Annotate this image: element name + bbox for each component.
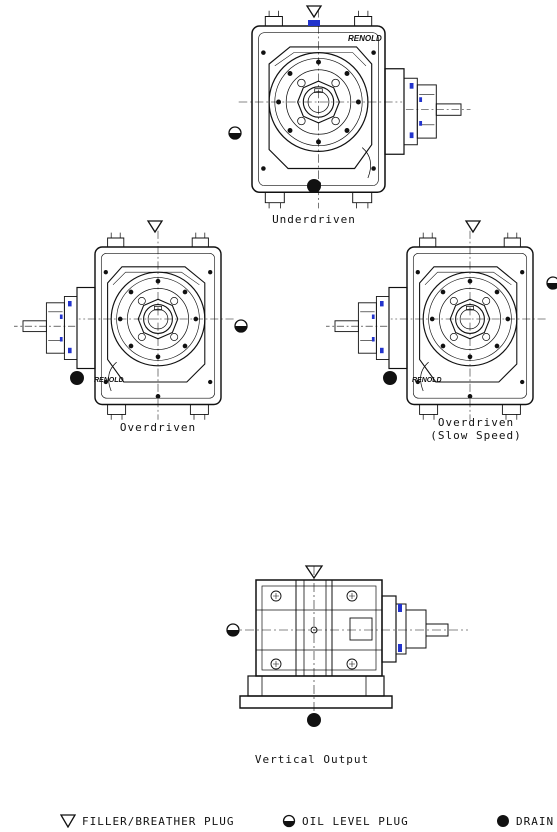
overdriven-slow-filler-plug: [464, 220, 482, 234]
underdriven-oil-level-plug: [228, 126, 242, 140]
filled-circle-icon: [497, 815, 509, 827]
overdriven-brand-text: RENOLD: [94, 377, 124, 384]
overdriven-slow-caption-line2: (Slow Speed): [430, 429, 522, 442]
legend-oil-level-label: OIL LEVEL PLUG: [302, 814, 409, 828]
vertical-filler-plug: [304, 565, 324, 580]
overdriven-gearbox: [14, 231, 234, 420]
overdriven-slow-brand-text: RENOLD: [412, 377, 442, 384]
overdriven-slow-drain-plug: [383, 371, 397, 385]
vertical-drain-plug: [307, 713, 321, 727]
legend-oil-level: OIL LEVEL PLUG: [282, 812, 409, 830]
half-circle-icon: [282, 814, 296, 828]
legend-drain: DRAIN: [496, 812, 554, 830]
legend-filler-label: FILLER/BREATHER PLUG: [82, 814, 235, 828]
underdriven-brand-text: RENOLD: [348, 34, 382, 43]
overdriven-filler-plug: [146, 220, 164, 234]
overdriven-drain-plug: [70, 371, 84, 385]
underdriven-drain-plug: [307, 179, 321, 193]
triangle-down-icon: [60, 814, 76, 828]
legend-filler: FILLER/BREATHER PLUG: [60, 812, 234, 830]
vertical-output-gearbox: [228, 566, 468, 720]
overdriven-slow-gearbox: [326, 231, 546, 420]
overdriven-slow-caption-line1: Overdriven: [437, 416, 515, 429]
legend-drain-label: DRAIN: [516, 814, 555, 828]
overdriven-oil-level-plug: [234, 319, 248, 333]
vertical-oil-level-plug: [226, 623, 240, 637]
overdriven-slow-oil-level-plug: [546, 276, 557, 290]
underdriven-caption: Underdriven: [272, 213, 356, 226]
overdriven-caption: Overdriven: [119, 421, 197, 434]
underdriven-filler-plug: [305, 5, 323, 26]
vertical-output-caption: Vertical Output: [254, 753, 370, 766]
